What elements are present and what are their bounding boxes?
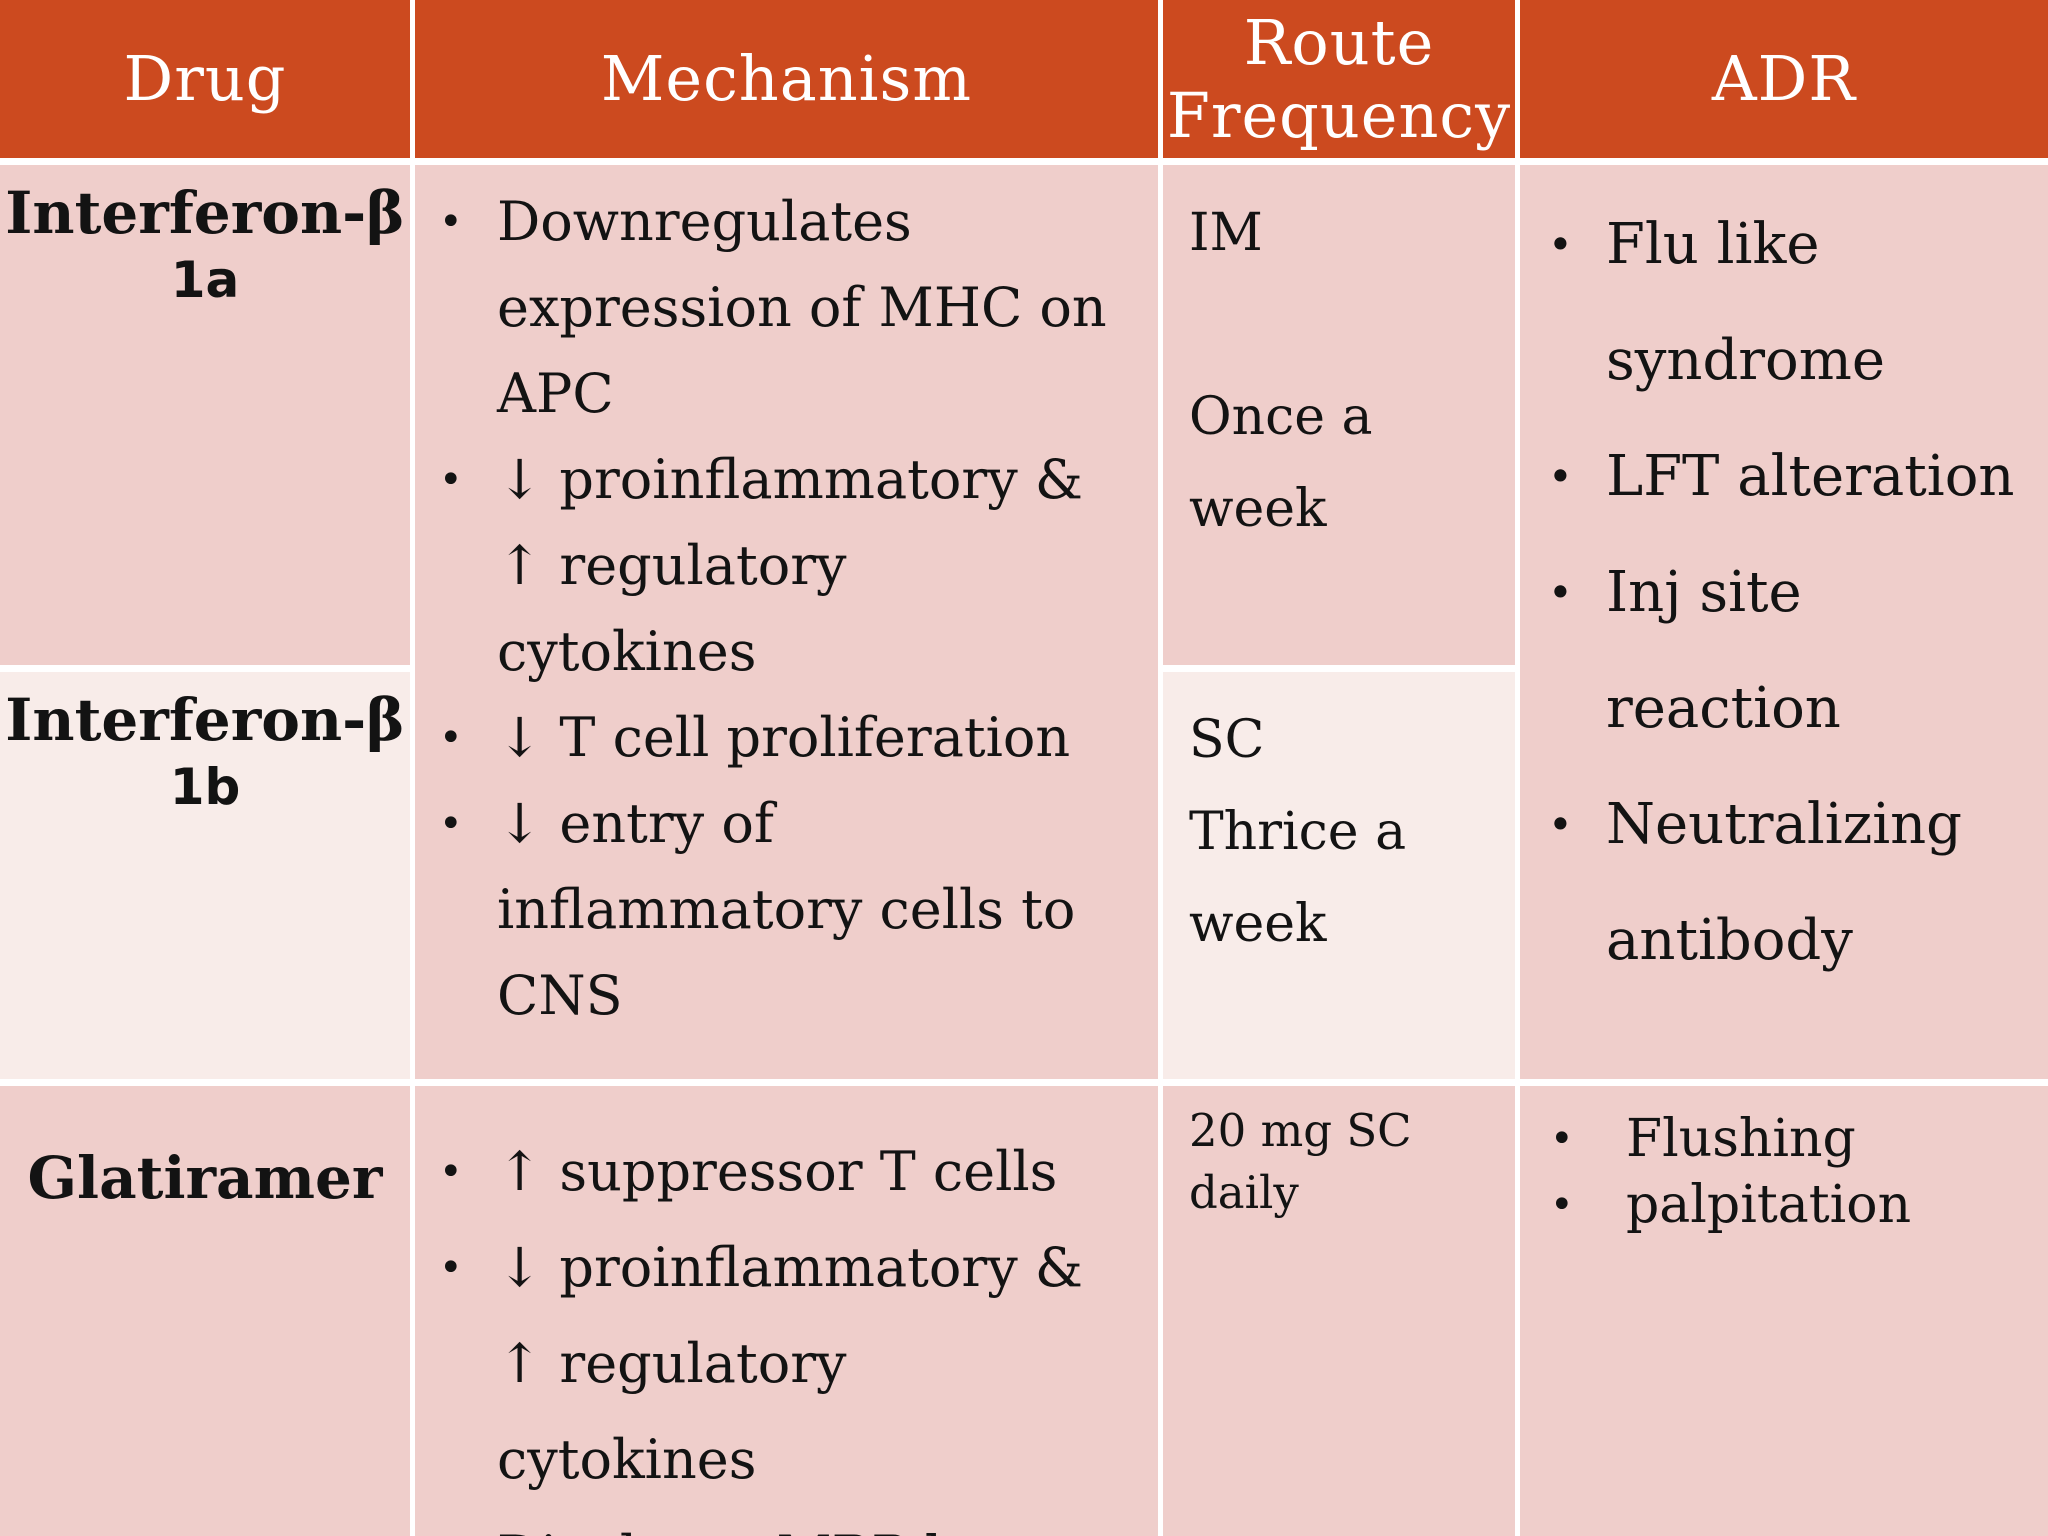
mechanism-text: ↓ T cell proliferation <box>497 706 1071 769</box>
drug-name: Interferon-β <box>5 179 405 247</box>
mechanism-cell-glatiramer: • ↑ suppressor T cells • ↓ proinflammato… <box>415 1086 1158 1536</box>
drug-name: Glatiramer <box>27 1144 383 1212</box>
frequency-value: Thrice a week <box>1189 802 1407 954</box>
list-item: • Flushing <box>1550 1106 2038 1172</box>
adr-cell-glatiramer: • Flushing • palpitation <box>1520 1086 2048 1536</box>
route-cell-interferon-1a: IM Once a week <box>1163 165 1515 665</box>
drug-subtype: 1a <box>170 251 240 310</box>
adr-text: LFT alteration <box>1606 444 2015 509</box>
adr-text: Neutralizing antibody <box>1606 792 1963 973</box>
header-label-route-frequency: Route Frequency <box>1166 5 1512 152</box>
list-item: • ↓ T cell proliferation <box>439 695 1148 781</box>
bullet-icon: • <box>439 801 463 847</box>
header-cell-drug: Drug <box>0 0 410 158</box>
bullet-icon: • <box>1548 452 1573 501</box>
bullet-icon: • <box>1550 1182 1574 1228</box>
adr-text: Inj site reaction <box>1606 560 1841 741</box>
bullet-icon: • <box>439 457 463 503</box>
drug-cell-glatiramer: Glatiramer <box>0 1086 410 1536</box>
list-item: • Displaces MBP by <box>439 1508 1148 1536</box>
drug-cell-interferon-1b: Interferon-β 1b <box>0 672 410 1079</box>
drug-subtype: 1b <box>169 758 241 817</box>
header-cell-adr: ADR <box>1520 0 2048 158</box>
route-value: IM <box>1189 203 1263 263</box>
list-item: • Neutralizing antibody <box>1548 767 2038 999</box>
mechanism-text: ↓ entry of inflammatory cells to CNS <box>497 792 1076 1027</box>
drug-name: Interferon-β <box>5 686 405 754</box>
bullet-icon: • <box>439 1245 463 1291</box>
mechanism-text: ↓ proinflammatory & ↑ regulatory cytokin… <box>497 448 1083 683</box>
frequency-value: Once a week <box>1189 387 1373 539</box>
list-item: • ↓ proinflammatory & ↑ regulatory cytok… <box>439 437 1148 695</box>
list-item: • Inj site reaction <box>1548 535 2038 767</box>
adr-text: Flu like syndrome <box>1606 212 1886 393</box>
route-value: SC <box>1189 710 1265 770</box>
bullet-icon: • <box>1550 1116 1574 1162</box>
mechanism-text: ↓ proinflammatory & ↑ regulatory cytokin… <box>497 1236 1083 1491</box>
bullet-icon: • <box>439 715 463 761</box>
list-item: • ↓ entry of inflammatory cells to CNS <box>439 781 1148 1039</box>
mechanism-text: ↑ suppressor T cells <box>497 1140 1058 1203</box>
bullet-icon: • <box>1548 220 1573 269</box>
route-dose-value: 20 mg SC daily <box>1189 1104 1412 1219</box>
header-label-drug: Drug <box>123 42 287 116</box>
mechanism-text: Downregulates expression of MHC on APC <box>497 190 1107 425</box>
header-cell-route-frequency: Route Frequency <box>1163 0 1515 158</box>
header-cell-mechanism: Mechanism <box>415 0 1158 158</box>
list-item: • LFT alteration <box>1548 419 2038 535</box>
list-item: • ↓ proinflammatory & ↑ regulatory cytok… <box>439 1220 1148 1508</box>
header-label-adr: ADR <box>1711 42 1857 116</box>
list-item: • Downregulates expression of MHC on APC <box>439 179 1148 437</box>
adr-text: Flushing <box>1626 1109 1856 1169</box>
list-item: • ↑ suppressor T cells <box>439 1124 1148 1220</box>
bullet-icon: • <box>1548 800 1573 849</box>
list-item: • palpitation <box>1550 1172 2038 1238</box>
mechanism-text: Displaces MBP by <box>497 1508 990 1536</box>
bullet-icon: • <box>1548 568 1573 617</box>
header-label-mechanism: Mechanism <box>600 42 973 116</box>
drug-cell-interferon-1a: Interferon-β 1a <box>0 165 410 665</box>
bullet-icon: • <box>439 1508 497 1536</box>
adr-cell-interferon: • Flu like syndrome • LFT alteration • I… <box>1520 165 2048 1079</box>
adr-text: palpitation <box>1626 1175 1912 1235</box>
route-cell-glatiramer: 20 mg SC daily <box>1163 1086 1515 1536</box>
route-cell-interferon-1b: SC Thrice a week <box>1163 672 1515 1079</box>
mechanism-cell-interferon: • Downregulates expression of MHC on APC… <box>415 165 1158 1079</box>
bullet-icon: • <box>439 199 463 245</box>
list-item: • Flu like syndrome <box>1548 187 2038 419</box>
bullet-icon: • <box>439 1149 463 1195</box>
